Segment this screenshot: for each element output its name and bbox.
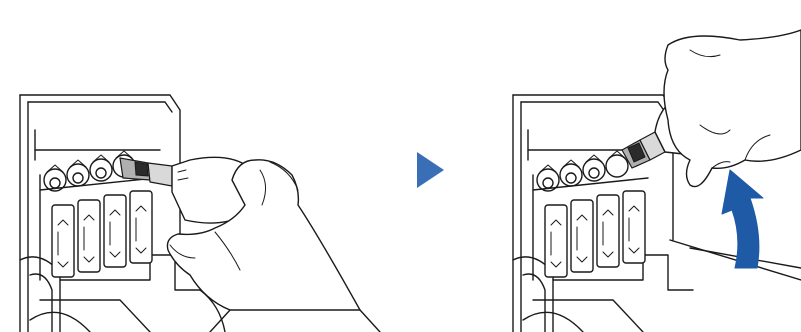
curved-up-arrow-icon xyxy=(722,170,763,268)
right-panel xyxy=(513,30,801,332)
triangle-right-icon xyxy=(417,152,444,188)
ink-tanks-right xyxy=(545,191,645,277)
hand-holding-bottle-right xyxy=(664,30,801,187)
ink-tanks xyxy=(52,191,152,277)
left-panel xyxy=(20,95,380,332)
lift-arrow xyxy=(722,170,763,268)
step-arrow xyxy=(417,152,444,188)
